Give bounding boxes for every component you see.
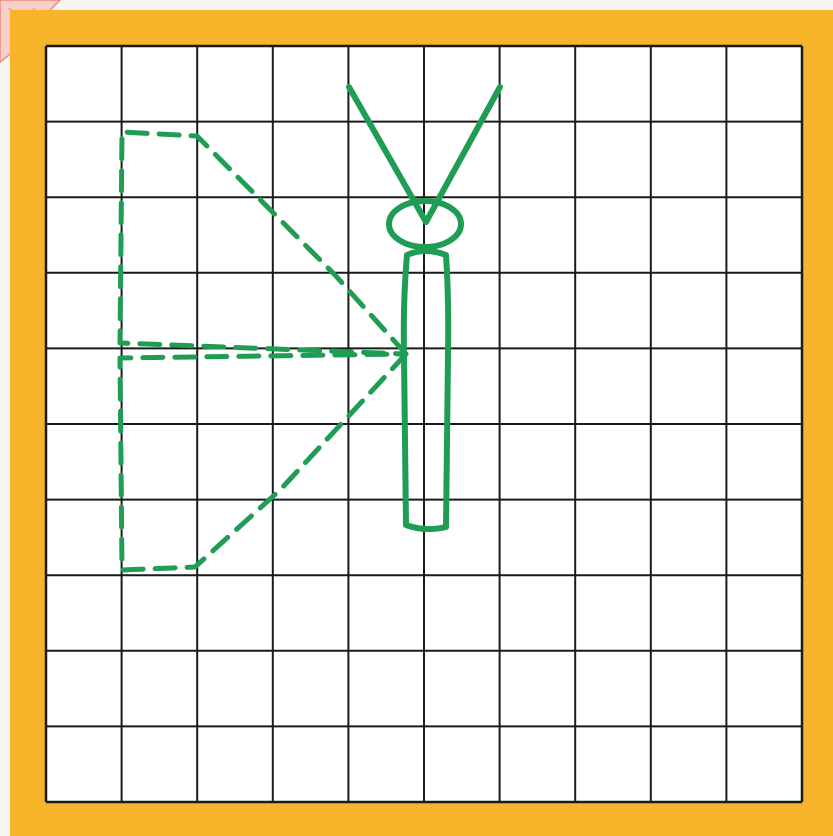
worksheet-scene bbox=[0, 0, 833, 836]
symmetry-grid-diagram bbox=[0, 0, 833, 836]
